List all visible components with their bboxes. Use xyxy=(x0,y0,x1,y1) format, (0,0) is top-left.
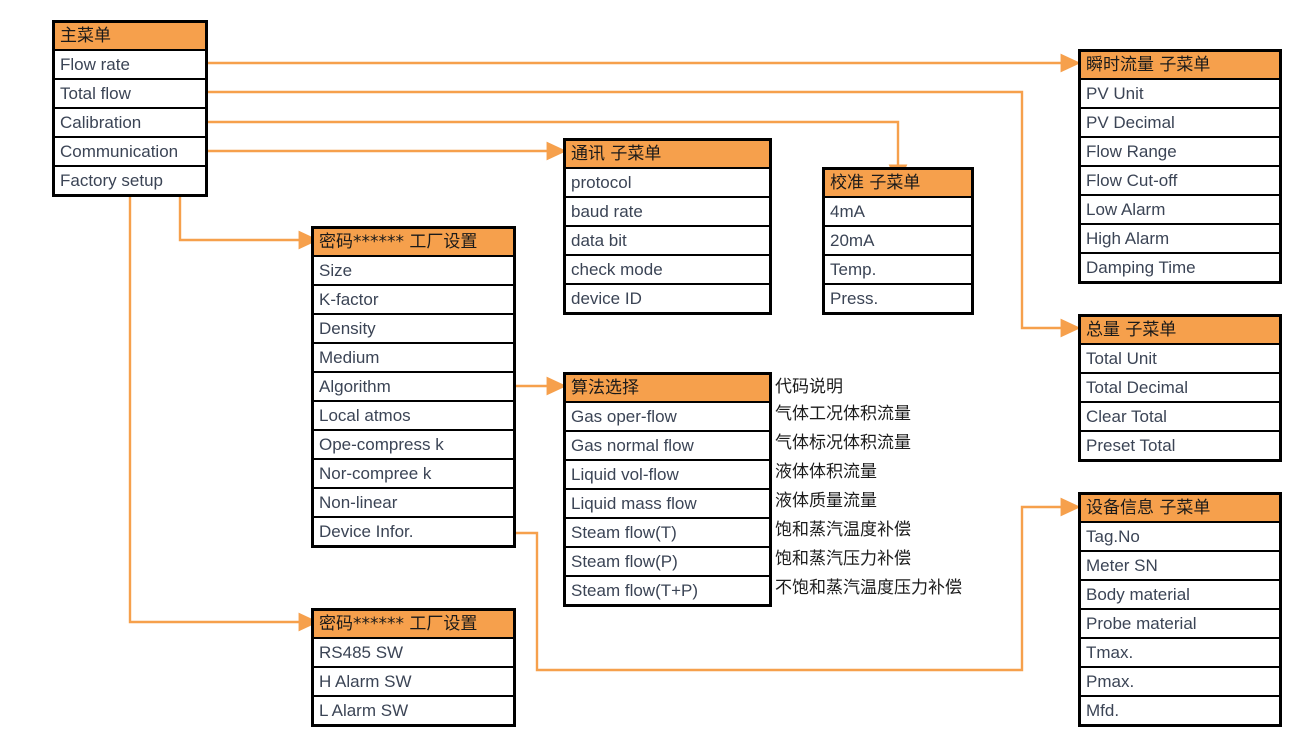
menu-item-meter-sn[interactable]: Meter SN xyxy=(1081,550,1279,579)
box-main-menu-header: 主菜单 xyxy=(55,23,205,49)
box-factory-setup-lower-header: 密码****** 工厂设置 xyxy=(314,611,513,637)
menu-item-4ma[interactable]: 4mA xyxy=(825,196,971,225)
menu-item-pv-unit[interactable]: PV Unit xyxy=(1081,78,1279,107)
menu-item-flow-cut-off[interactable]: Flow Cut-off xyxy=(1081,165,1279,194)
menu-item-h-alarm-sw[interactable]: H Alarm SW xyxy=(314,666,513,695)
menu-item-tag-no[interactable]: Tag.No xyxy=(1081,521,1279,550)
box-communication-header: 通讯 子菜单 xyxy=(566,141,769,167)
algorithm-note-liquid-vol-flow: 液体体积流量 xyxy=(775,462,877,482)
menu-item-body-material[interactable]: Body material xyxy=(1081,579,1279,608)
box-main-menu: 主菜单 Flow rate Total flow Calibration Com… xyxy=(52,20,208,197)
menu-item-gas-oper-flow[interactable]: Gas oper-flow xyxy=(566,401,769,430)
algorithm-note-gas-oper-flow: 气体工况体积流量 xyxy=(775,404,911,424)
menu-item-liquid-vol-flow[interactable]: Liquid vol-flow xyxy=(566,459,769,488)
menu-item-nor-compree-k[interactable]: Nor-compree k xyxy=(314,458,513,487)
menu-item-size[interactable]: Size xyxy=(314,255,513,284)
menu-item-preset-total[interactable]: Preset Total xyxy=(1081,430,1279,459)
menu-item-medium[interactable]: Medium xyxy=(314,342,513,371)
box-calibration-submenu: 校准 子菜单 4mA 20mA Temp. Press. xyxy=(822,167,974,315)
menu-item-factory-setup[interactable]: Factory setup xyxy=(55,165,205,194)
menu-item-ope-compress-k[interactable]: Ope-compress k xyxy=(314,429,513,458)
menu-item-calibration[interactable]: Calibration xyxy=(55,107,205,136)
menu-item-check-mode[interactable]: check mode xyxy=(566,254,769,283)
box-instant-flow-header: 瞬时流量 子菜单 xyxy=(1081,52,1279,78)
menu-item-clear-total[interactable]: Clear Total xyxy=(1081,401,1279,430)
algorithm-note-steam-flow-p: 饱和蒸汽压力补偿 xyxy=(775,549,911,569)
menu-item-flow-rate[interactable]: Flow rate xyxy=(55,49,205,78)
algorithm-notes-heading: 代码说明 xyxy=(775,377,843,397)
menu-item-probe-material[interactable]: Probe material xyxy=(1081,608,1279,637)
menu-item-low-alarm[interactable]: Low Alarm xyxy=(1081,194,1279,223)
box-instant-flow-submenu: 瞬时流量 子菜单 PV Unit PV Decimal Flow Range F… xyxy=(1078,49,1282,284)
menu-item-density[interactable]: Density xyxy=(314,313,513,342)
menu-item-device-infor[interactable]: Device Infor. xyxy=(314,516,513,545)
menu-item-total-flow[interactable]: Total flow xyxy=(55,78,205,107)
menu-item-mfd[interactable]: Mfd. xyxy=(1081,695,1279,724)
algorithm-note-gas-normal-flow: 气体标况体积流量 xyxy=(775,433,911,453)
menu-item-non-linear[interactable]: Non-linear xyxy=(314,487,513,516)
box-total-header: 总量 子菜单 xyxy=(1081,317,1279,343)
box-calibration-header: 校准 子菜单 xyxy=(825,170,971,196)
algorithm-note-steam-flow-t: 饱和蒸汽温度补偿 xyxy=(775,520,911,540)
menu-item-temp[interactable]: Temp. xyxy=(825,254,971,283)
menu-item-steam-flow-p[interactable]: Steam flow(P) xyxy=(566,546,769,575)
menu-item-steam-flow-tp[interactable]: Steam flow(T+P) xyxy=(566,575,769,604)
menu-item-20ma[interactable]: 20mA xyxy=(825,225,971,254)
box-total-submenu: 总量 子菜单 Total Unit Total Decimal Clear To… xyxy=(1078,314,1282,462)
menu-item-k-factor[interactable]: K-factor xyxy=(314,284,513,313)
box-device-info-header: 设备信息 子菜单 xyxy=(1081,495,1279,521)
menu-item-algorithm[interactable]: Algorithm xyxy=(314,371,513,400)
box-device-info-submenu: 设备信息 子菜单 Tag.No Meter SN Body material P… xyxy=(1078,492,1282,727)
algorithm-note-steam-flow-tp: 不饱和蒸汽温度压力补偿 xyxy=(775,578,962,598)
menu-item-gas-normal-flow[interactable]: Gas normal flow xyxy=(566,430,769,459)
box-factory-setup-upper: 密码****** 工厂设置 Size K-factor Density Medi… xyxy=(311,226,516,548)
box-algorithm-select: 算法选择 Gas oper-flow Gas normal flow Liqui… xyxy=(563,372,772,607)
menu-item-tmax[interactable]: Tmax. xyxy=(1081,637,1279,666)
menu-item-flow-range[interactable]: Flow Range xyxy=(1081,136,1279,165)
menu-item-pv-decimal[interactable]: PV Decimal xyxy=(1081,107,1279,136)
menu-item-press[interactable]: Press. xyxy=(825,283,971,312)
menu-item-total-unit[interactable]: Total Unit xyxy=(1081,343,1279,372)
menu-item-total-decimal[interactable]: Total Decimal xyxy=(1081,372,1279,401)
menu-item-baud-rate[interactable]: baud rate xyxy=(566,196,769,225)
menu-item-communication[interactable]: Communication xyxy=(55,136,205,165)
menu-item-l-alarm-sw[interactable]: L Alarm SW xyxy=(314,695,513,724)
menu-item-device-id[interactable]: device ID xyxy=(566,283,769,312)
menu-item-local-atmos[interactable]: Local atmos xyxy=(314,400,513,429)
wire-factory-setup-lower xyxy=(128,182,319,632)
box-factory-setup-lower: 密码****** 工厂设置 RS485 SW H Alarm SW L Alar… xyxy=(311,608,516,727)
menu-item-pmax[interactable]: Pmax. xyxy=(1081,666,1279,695)
menu-item-high-alarm[interactable]: High Alarm xyxy=(1081,223,1279,252)
menu-item-steam-flow-t[interactable]: Steam flow(T) xyxy=(566,517,769,546)
menu-item-data-bit[interactable]: data bit xyxy=(566,225,769,254)
box-factory-setup-upper-header: 密码****** 工厂设置 xyxy=(314,229,513,255)
box-algorithm-header: 算法选择 xyxy=(566,375,769,401)
menu-item-protocol[interactable]: protocol xyxy=(566,167,769,196)
menu-item-rs485-sw[interactable]: RS485 SW xyxy=(314,637,513,666)
algorithm-note-liquid-mass-flow: 液体质量流量 xyxy=(775,491,877,511)
menu-item-liquid-mass-flow[interactable]: Liquid mass flow xyxy=(566,488,769,517)
box-communication-submenu: 通讯 子菜单 protocol baud rate data bit check… xyxy=(563,138,772,315)
wire-calibration xyxy=(205,120,908,185)
menu-item-damping-time[interactable]: Damping Time xyxy=(1081,252,1279,281)
algorithm-notes-column: 代码说明 气体工况体积流量 气体标况体积流量 液体体积流量 液体质量流量 饱和蒸… xyxy=(775,374,962,603)
